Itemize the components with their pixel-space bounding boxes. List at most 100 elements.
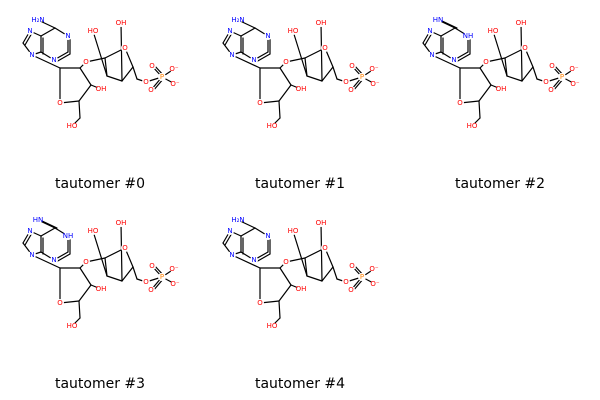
bond [78, 284, 92, 302]
bond [320, 222, 323, 282]
atom-label: O [283, 258, 289, 266]
bond [292, 230, 308, 277]
atom-label: OH [116, 19, 127, 27]
bond [224, 232, 233, 246]
bond [532, 66, 538, 80]
atom-label-background [117, 19, 125, 27]
atom-label-background [317, 219, 325, 227]
atom-label-background [117, 219, 125, 227]
atom-label: P [160, 273, 164, 281]
atom-label-background [371, 80, 379, 88]
atom-label: O [343, 278, 349, 286]
atom-label-background [256, 99, 264, 107]
atom-label: OH [96, 85, 107, 93]
bond [78, 100, 81, 119]
bond [78, 84, 92, 102]
bond [24, 232, 33, 246]
atom-label-background [428, 51, 436, 59]
bond [479, 67, 492, 86]
bond [492, 30, 508, 77]
atom-label: O [349, 262, 355, 270]
atom-label-background [158, 273, 166, 281]
atom-label: OH [96, 285, 107, 293]
atom-label: N [29, 51, 34, 59]
bond [40, 27, 56, 37]
bond [224, 32, 233, 46]
tautomer-caption: tautomer #2 [454, 176, 546, 192]
atom-label: N [427, 27, 432, 35]
atom-label-background [28, 51, 36, 59]
atom-label: P [560, 73, 564, 81]
bond [39, 219, 58, 229]
atom-label: P [360, 273, 364, 281]
atom-label: O [122, 44, 128, 52]
atom-label: NH [463, 32, 474, 40]
atom-label: O [148, 286, 154, 294]
atom-label: OH [516, 19, 527, 27]
atom-label-background [34, 16, 42, 24]
atom-label-background [64, 32, 72, 40]
atom-label-background [358, 73, 366, 81]
atom-label: OH [296, 85, 307, 93]
atom-label: HO [467, 122, 478, 130]
bond [521, 66, 534, 82]
atom-label: O [522, 44, 528, 52]
atom-label-background [342, 278, 350, 286]
atom-label: HN [33, 216, 44, 224]
atom-label: O⁻ [369, 265, 379, 273]
atom-label: N [29, 251, 34, 259]
atom-label: O⁻ [170, 280, 180, 288]
atom-label-background [228, 251, 236, 259]
atom-label-background [517, 19, 525, 27]
bond [92, 230, 108, 277]
atom-label-background [142, 278, 150, 286]
atom-label-background [370, 65, 378, 73]
atom-label-background [28, 251, 36, 259]
atom-label-background [89, 27, 97, 35]
atom-label-background [97, 85, 105, 93]
bond [320, 22, 323, 82]
atom-label-background [50, 56, 58, 64]
bond [106, 75, 123, 82]
atom-label-background [282, 58, 290, 66]
atom-label-background [226, 27, 234, 35]
bond [92, 30, 108, 77]
atom-label-background [289, 227, 297, 235]
atom-label: HO [267, 122, 278, 130]
bond [79, 267, 92, 286]
atom-label-background [321, 244, 329, 252]
atom-label-background [82, 258, 90, 266]
atom-label: O [83, 258, 89, 266]
bond [478, 84, 492, 102]
bond [520, 22, 523, 82]
atom-label-background [342, 78, 350, 86]
atom-label-background [147, 286, 155, 294]
atom-label-background [68, 322, 76, 330]
atom-label-background [171, 80, 179, 88]
atom-label-background [426, 27, 434, 35]
atom-label: OH [496, 85, 507, 93]
atom-label: H₂N [231, 16, 244, 24]
bond [231, 54, 261, 69]
structure-2: NNNNHNNHOHOOHOOHOOHOO⁻O⁻OOP [422, 16, 580, 130]
bond [55, 53, 71, 63]
atom-label: N [251, 56, 256, 64]
atom-label-background [64, 232, 72, 240]
atom-label: O⁻ [170, 80, 180, 88]
atom-label-background [250, 256, 258, 264]
bond [31, 54, 61, 69]
atom-label: N [51, 56, 56, 64]
atom-label-background [521, 44, 529, 52]
atom-label: N [251, 256, 256, 264]
tautomer-caption: tautomer #3 [54, 376, 146, 392]
atom-label-background [170, 65, 178, 73]
atom-label-background [434, 16, 442, 24]
atom-label: O [143, 78, 149, 86]
atom-label: N [65, 32, 70, 40]
atom-label-background [34, 216, 42, 224]
atom-label: P [360, 73, 364, 81]
